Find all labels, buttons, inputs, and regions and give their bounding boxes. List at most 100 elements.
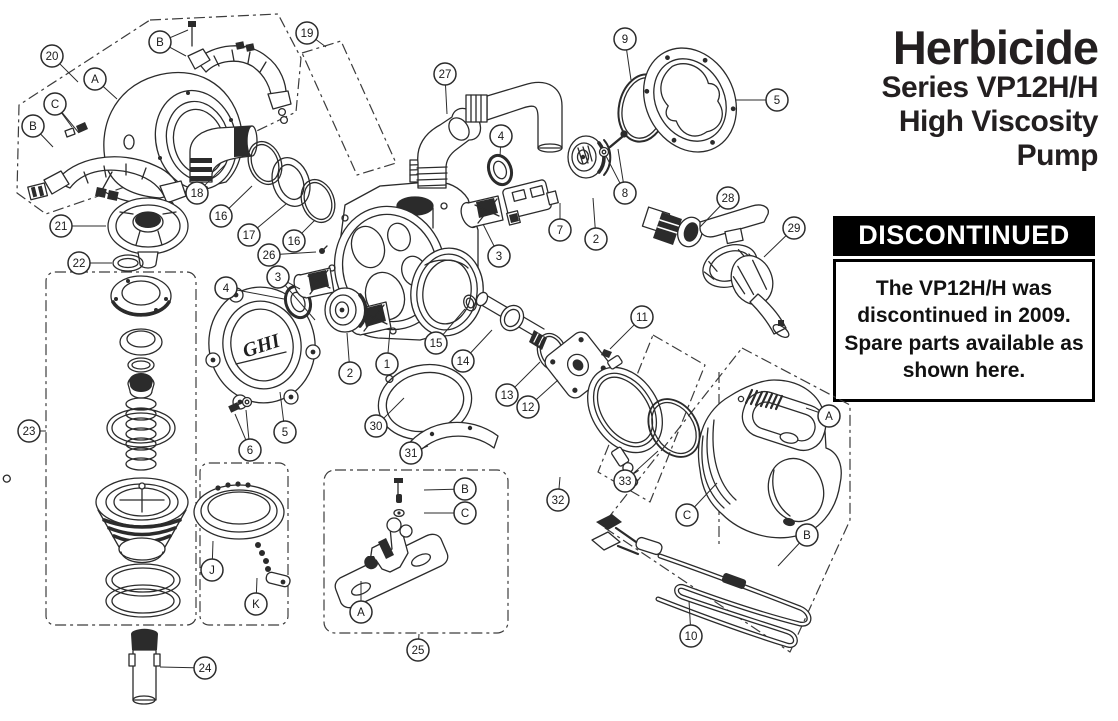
group-box-bracket bbox=[323, 469, 509, 634]
svg-text:J: J bbox=[209, 565, 215, 577]
motor-vents bbox=[744, 388, 784, 411]
callout-1: 1 bbox=[375, 352, 399, 376]
svg-text:12: 12 bbox=[522, 402, 535, 414]
svg-text:7: 7 bbox=[557, 225, 563, 237]
leader-lines bbox=[40, 29, 819, 669]
svg-text:10: 10 bbox=[685, 631, 698, 643]
callout-2: 2 bbox=[338, 361, 362, 385]
mount-bracket bbox=[334, 478, 449, 609]
strainer-funnel bbox=[95, 477, 189, 564]
callout-24: 24 bbox=[193, 656, 217, 680]
svg-text:21: 21 bbox=[55, 221, 68, 233]
svg-text:28: 28 bbox=[722, 193, 735, 205]
callout-B: B bbox=[21, 114, 45, 138]
callout-15: 15 bbox=[424, 331, 448, 355]
callout-K: K bbox=[244, 592, 268, 616]
clamp-arm-bottom bbox=[27, 122, 187, 218]
svg-text:8: 8 bbox=[622, 188, 628, 200]
callout-30: 30 bbox=[364, 414, 388, 438]
callout-A: A bbox=[83, 67, 107, 91]
spring bbox=[125, 397, 157, 471]
callout-22: 22 bbox=[67, 251, 91, 275]
hose-elbow-18 bbox=[189, 125, 258, 183]
gasket-31 bbox=[405, 421, 499, 458]
group-box-cap bbox=[199, 462, 289, 626]
callout-33: 33 bbox=[613, 469, 637, 493]
callout-18: 18 bbox=[185, 181, 209, 205]
svg-text:31: 31 bbox=[405, 448, 418, 460]
discontinued-banner: DISCONTINUED bbox=[833, 216, 1095, 256]
valve-cartridge-3c bbox=[460, 195, 504, 229]
power-cord bbox=[591, 514, 812, 648]
callout-23: 23 bbox=[17, 419, 41, 443]
callout-4: 4 bbox=[214, 276, 238, 300]
svg-text:2: 2 bbox=[347, 368, 353, 380]
svg-text:15: 15 bbox=[430, 338, 443, 350]
callout-19: 19 bbox=[295, 21, 319, 45]
svg-text:33: 33 bbox=[619, 476, 632, 488]
callout-C: C bbox=[453, 501, 477, 525]
svg-text:C: C bbox=[461, 508, 469, 520]
callout-17: 17 bbox=[237, 223, 261, 247]
svg-text:B: B bbox=[803, 530, 811, 542]
callout-5: 5 bbox=[765, 88, 789, 112]
pump-line: Pump bbox=[1016, 139, 1099, 173]
oval-cover-5 bbox=[642, 47, 738, 153]
callout-B: B bbox=[148, 30, 172, 54]
callout-29: 29 bbox=[782, 216, 806, 240]
callout-12: 12 bbox=[516, 395, 540, 419]
screw-11 bbox=[601, 349, 612, 358]
grommet-4b bbox=[486, 153, 514, 187]
svg-text:9: 9 bbox=[622, 34, 628, 46]
discharge-pipe bbox=[465, 81, 563, 153]
callout-31: 31 bbox=[399, 441, 423, 465]
callout-3: 3 bbox=[266, 265, 290, 289]
svg-text:3: 3 bbox=[496, 251, 502, 263]
valve-disc bbox=[107, 197, 189, 269]
svg-text:26: 26 bbox=[263, 250, 276, 262]
svg-text:32: 32 bbox=[552, 495, 565, 507]
svg-text:B: B bbox=[29, 121, 37, 133]
viscosity-line: High Viscosity bbox=[898, 105, 1099, 139]
svg-text:B: B bbox=[461, 484, 469, 496]
callout-10: 10 bbox=[679, 624, 703, 648]
svg-text:30: 30 bbox=[370, 421, 383, 433]
svg-text:4: 4 bbox=[223, 283, 230, 295]
o-ring-16b bbox=[300, 178, 336, 224]
callout-C: C bbox=[43, 92, 67, 116]
callout-2: 2 bbox=[584, 227, 608, 251]
callout-14: 14 bbox=[451, 349, 475, 373]
hose-adapter-28 bbox=[641, 206, 703, 248]
callout-A: A bbox=[817, 404, 841, 428]
title-block: Herbicide Series VP12H/H High Viscosity … bbox=[798, 24, 1099, 174]
callout-B: B bbox=[453, 477, 477, 501]
svg-text:B: B bbox=[156, 37, 164, 49]
svg-text:27: 27 bbox=[439, 69, 452, 81]
svg-text:20: 20 bbox=[46, 51, 59, 63]
svg-text:4: 4 bbox=[498, 131, 505, 143]
discontinued-block: DISCONTINUED The VP12H/H was discontinue… bbox=[833, 216, 1095, 403]
strainer-assembly bbox=[95, 275, 189, 618]
outlet-pipe bbox=[128, 628, 161, 705]
pump-body bbox=[328, 159, 484, 341]
callout-21: 21 bbox=[49, 214, 73, 238]
svg-text:23: 23 bbox=[23, 426, 36, 438]
svg-text:C: C bbox=[683, 510, 691, 522]
svg-text:A: A bbox=[825, 411, 833, 423]
svg-text:19: 19 bbox=[301, 28, 314, 40]
callout-4: 4 bbox=[489, 124, 513, 148]
callout-25: 25 bbox=[406, 638, 430, 662]
callout-5: 5 bbox=[273, 420, 297, 444]
screws-6 bbox=[228, 396, 253, 413]
cap-with-chain bbox=[193, 481, 291, 588]
callout-28: 28 bbox=[716, 186, 740, 210]
svg-text:13: 13 bbox=[501, 390, 514, 402]
flange-cover-ghi: GHI bbox=[205, 286, 321, 410]
callout-B: B bbox=[795, 523, 819, 547]
callout-11: 11 bbox=[630, 305, 654, 329]
svg-text:A: A bbox=[91, 74, 99, 86]
valve-holder-7 bbox=[502, 179, 559, 226]
screw-washer-8 bbox=[598, 130, 628, 158]
